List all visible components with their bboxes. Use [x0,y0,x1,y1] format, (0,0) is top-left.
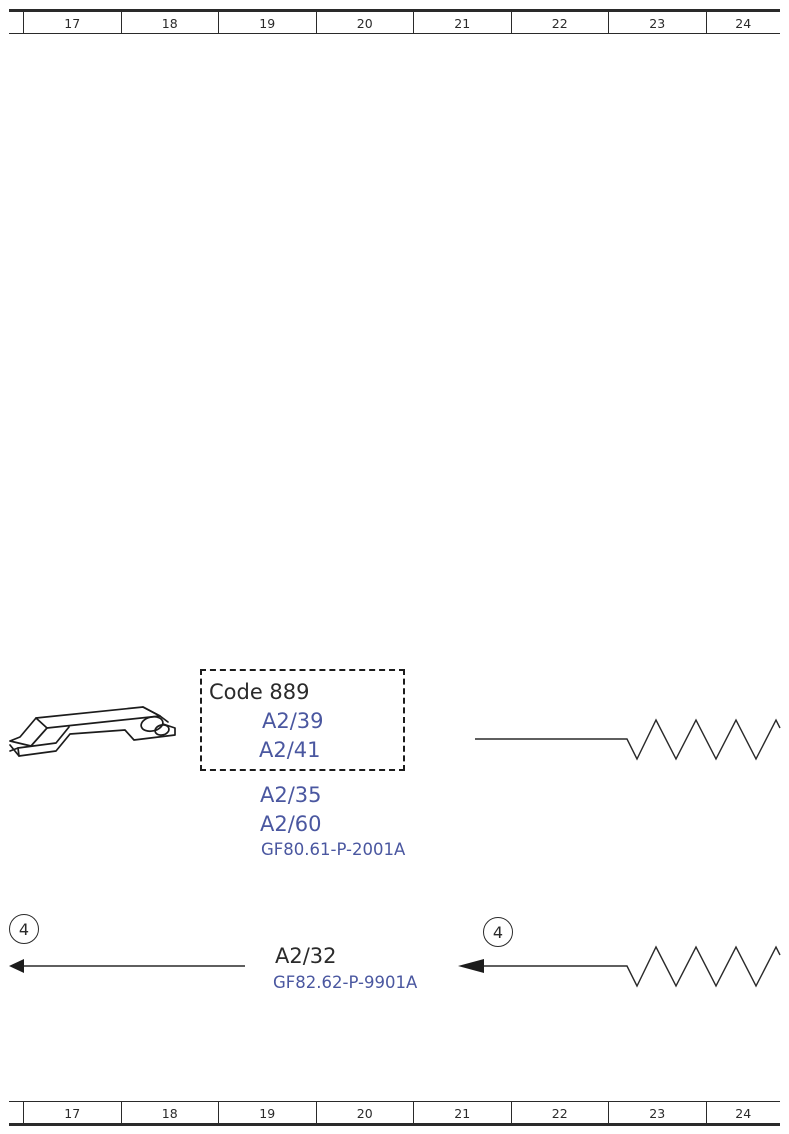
ruler-cell-23: 23 [608,12,706,33]
ruler-cell-22: 22 [510,1102,609,1123]
ruler-cell-20: 20 [315,12,414,33]
ruler-cell-24: 24 [705,1102,781,1123]
ruler-cell-20: 20 [315,1102,414,1123]
document-link-gf80[interactable]: GF80.61-P-2001A [261,840,406,859]
zigzag-wire-icon [484,945,781,988]
grid-ruler-bottom: 17 18 19 20 21 22 23 24 [9,1101,780,1126]
code-box [200,669,405,771]
component-link-a2-35[interactable]: A2/35 [260,783,322,807]
ruler-cell-19: 19 [218,12,316,33]
connector-marker-right[interactable]: 4 [483,917,513,947]
ruler-cell-21: 21 [413,12,511,33]
connector-marker-left[interactable]: 4 [9,914,39,944]
ruler-cell-24: 24 [705,12,781,33]
ruler-cell-17: 17 [23,12,121,33]
code-box-title: Code 889 [209,680,310,704]
component-illustration-icon [9,706,176,757]
component-link-a2-39[interactable]: A2/39 [262,709,324,733]
ruler-cell-18: 18 [120,1102,219,1123]
ruler-cell-19: 19 [218,1102,316,1123]
ruler-cell-17: 17 [23,1102,121,1123]
ruler-cell-22: 22 [510,12,609,33]
ruler-cell-18: 18 [120,12,219,33]
ruler-cell-23: 23 [608,1102,706,1123]
component-label-a2-32: A2/32 [275,944,337,968]
component-link-a2-41[interactable]: A2/41 [259,738,321,762]
ruler-cell-21: 21 [413,1102,511,1123]
component-link-a2-60[interactable]: A2/60 [260,812,322,836]
arrow-head-icon [458,959,484,973]
arrow-head-icon [9,959,24,973]
grid-ruler-top: 17 18 19 20 21 22 23 24 [9,9,780,34]
document-link-gf82[interactable]: GF82.62-P-9901A [273,973,418,992]
zigzag-wire-icon [475,718,781,761]
